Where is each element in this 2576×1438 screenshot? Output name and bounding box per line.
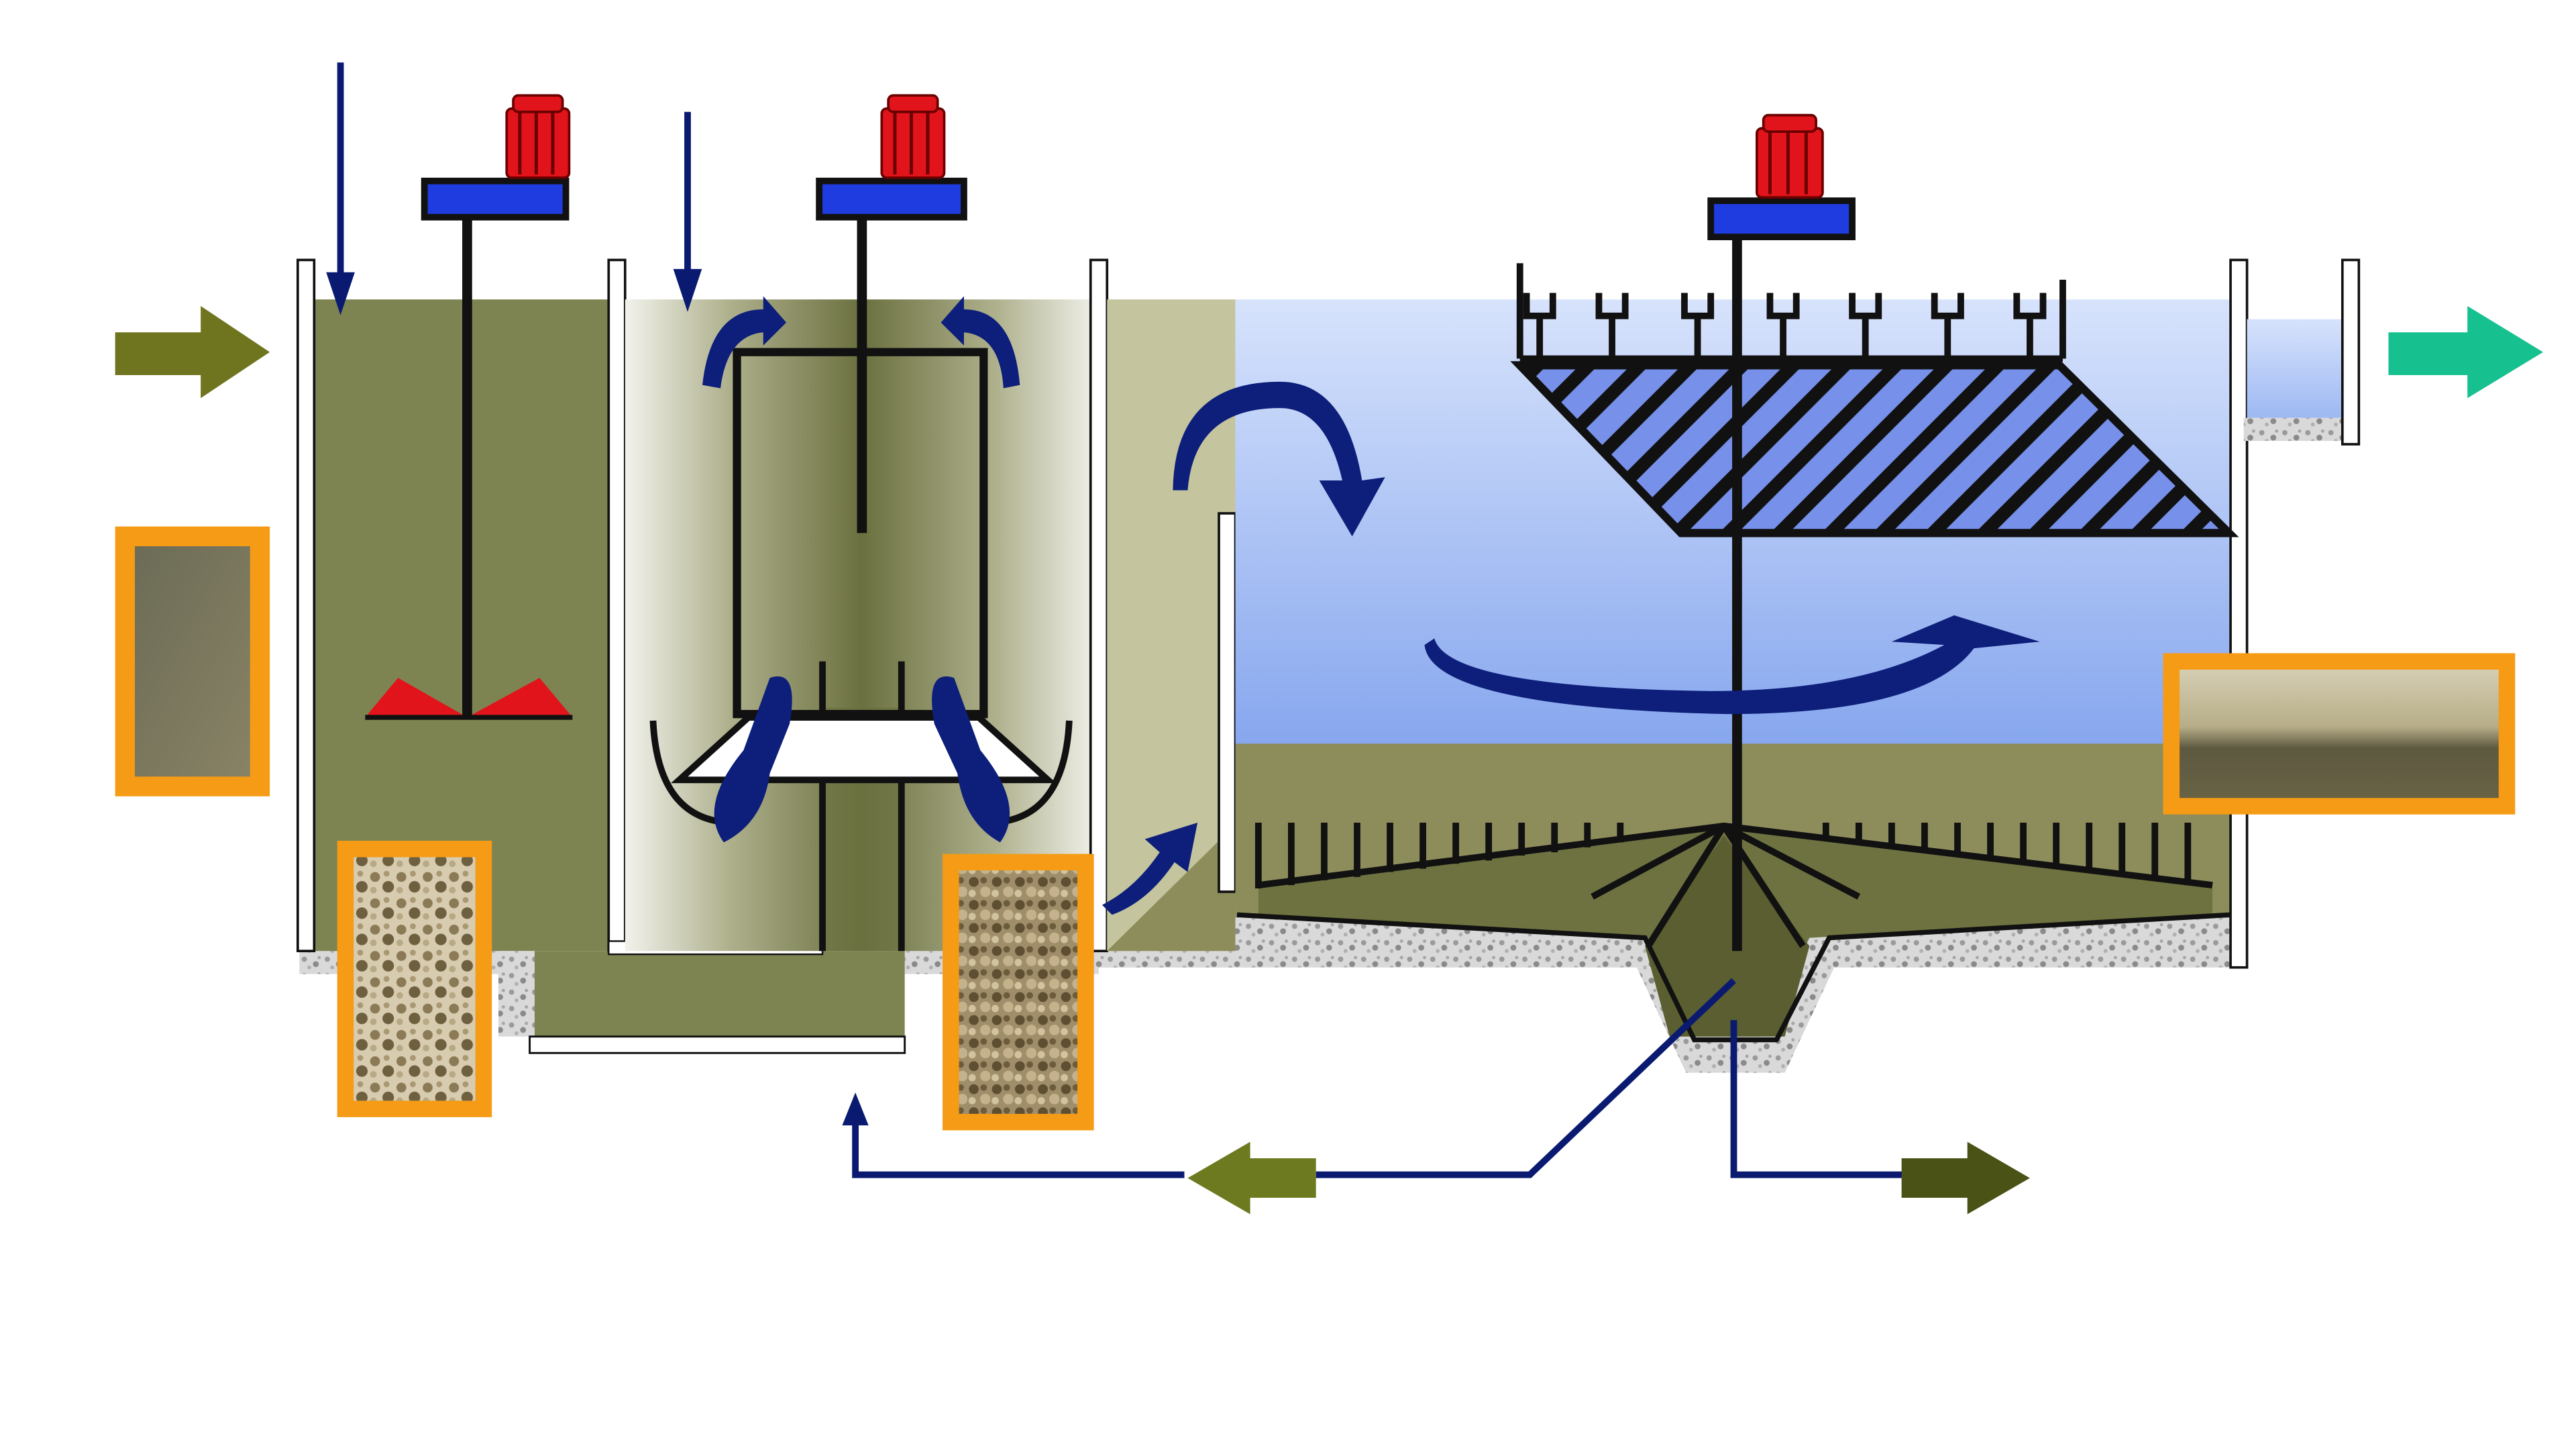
- photo-floc: [943, 854, 1094, 1131]
- impeller-icon: [365, 678, 573, 720]
- coagulation-divider-wall: [607, 258, 627, 953]
- flow-arrow-icon: [941, 296, 1020, 389]
- sludge-piping: [852, 978, 1905, 1178]
- clarifier-right-wall: [2229, 258, 2249, 969]
- outlet-channel-wall: [2341, 258, 2361, 446]
- motor-base-icon: [816, 177, 967, 221]
- photo-raw-water: [115, 526, 270, 797]
- collection-launder: [1516, 263, 2066, 362]
- motor-icon: [880, 94, 946, 179]
- clarifier-drive: [1707, 113, 1856, 952]
- flocculation-right-wall: [1089, 258, 1109, 953]
- recycle-return-arrow-icon: [842, 1092, 869, 1126]
- outlet-arrow-icon: [2388, 306, 2543, 399]
- flow-arrows: [702, 296, 2040, 915]
- lamella-plates: [1510, 361, 2239, 537]
- waste-sludge-arrow-icon: [1901, 1141, 2030, 1215]
- recycle-arrow-icon: [1187, 1141, 1316, 1215]
- flow-arrow-icon: [702, 296, 787, 389]
- motor-icon: [505, 94, 571, 179]
- dosing-arrow-icon: [326, 272, 355, 315]
- photo-microfloc: [337, 840, 492, 1117]
- photo-settled-water: [2163, 653, 2516, 815]
- flow-arrow-icon: [714, 676, 792, 843]
- clarifier-inlet-baffle: [1218, 512, 1237, 893]
- flow-arrow-icon: [932, 676, 1010, 843]
- connecting-channel: [529, 951, 905, 1037]
- dosing-arrow-icon: [673, 268, 702, 312]
- flocculation-tank: [625, 258, 1109, 953]
- flow-arrow-icon: [1424, 615, 2040, 715]
- scraper-rake: [1254, 822, 2213, 948]
- motor-icon: [1756, 113, 1824, 199]
- motor-base-icon: [421, 177, 570, 221]
- dosing-lines: [326, 62, 702, 315]
- flocculation-mixer: [816, 94, 967, 533]
- motor-base-icon: [1707, 197, 1856, 240]
- inlet-arrow-icon: [115, 306, 270, 399]
- flow-arrow-icon: [1173, 381, 1385, 537]
- coagulation-left-wall: [296, 258, 316, 953]
- flow-arrow-icon: [1102, 822, 1198, 915]
- coagulation-mixer: [365, 94, 573, 720]
- outlet-channel-water: [2247, 319, 2343, 418]
